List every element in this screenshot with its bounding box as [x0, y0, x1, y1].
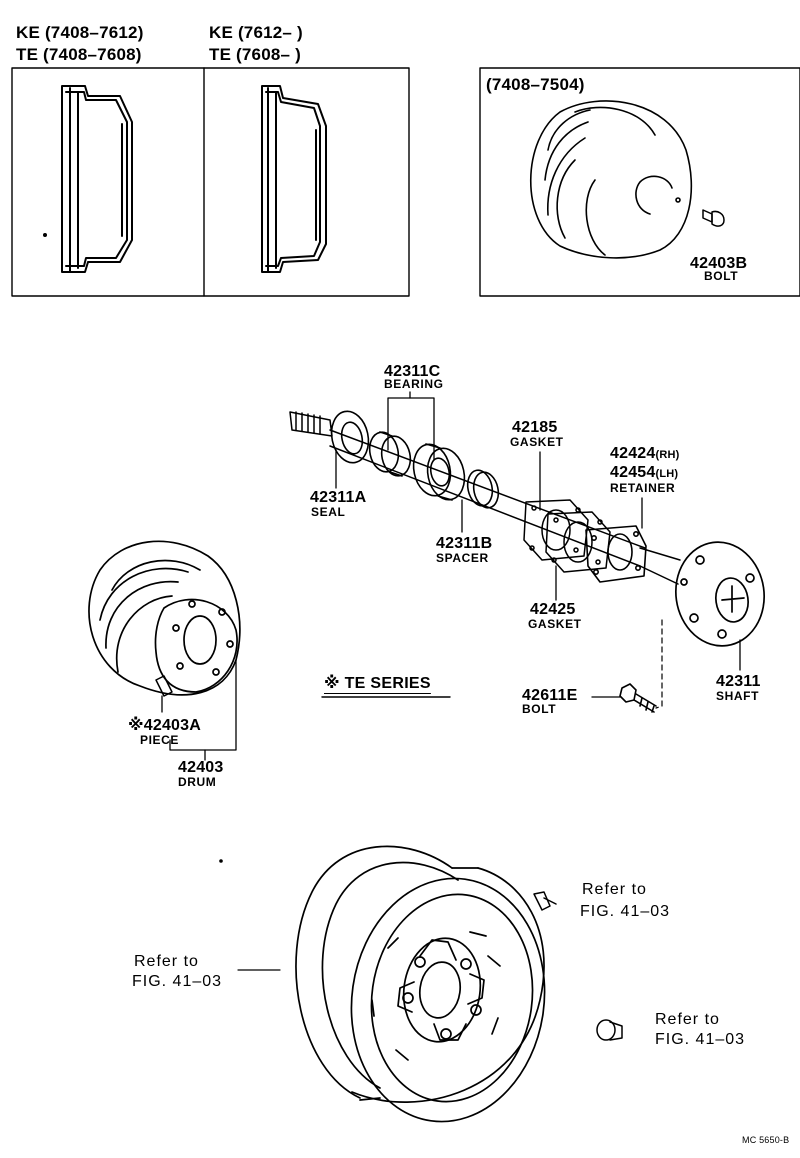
- part-42311-number: 42311: [716, 673, 761, 690]
- drum-section-early: [61, 85, 133, 273]
- part-42403a-name: PIECE: [140, 733, 180, 747]
- piece-42403a-icon: [155, 675, 173, 697]
- part-42403b-name: BOLT: [704, 269, 739, 283]
- part-42185-name: GASKET: [510, 435, 564, 449]
- drum-section-late: [261, 85, 327, 273]
- part-42311c-name: BEARING: [384, 377, 444, 391]
- part-42424-num: 42424: [610, 445, 656, 462]
- retainer-plate: [585, 525, 647, 583]
- ref-right-line2: FIG. 41–03: [655, 1031, 746, 1048]
- gasket-42185: [523, 499, 589, 561]
- hub-nut-icon: [596, 1019, 623, 1041]
- axle-leaders: [335, 391, 741, 698]
- drawing-code: MC 5650-B: [742, 1135, 790, 1145]
- part-42403b-number: 42403B: [690, 255, 748, 272]
- bearing-inner: [368, 431, 412, 477]
- part-42611e-number: 42611E: [522, 687, 578, 704]
- te-series-note: ※ TE SERIES: [324, 675, 431, 692]
- drum-cover: [529, 100, 693, 259]
- ref-top-line1: Refer to: [582, 881, 647, 898]
- bolt-guide-line: [655, 619, 663, 709]
- part-42403-name: DRUM: [178, 775, 217, 789]
- part-42611e-name: BOLT: [522, 702, 557, 716]
- bolt-42403b-icon: [702, 209, 725, 227]
- part-42311b-number: 42311B: [436, 535, 493, 552]
- oil-seal: [330, 410, 370, 464]
- part-42311a-name: SEAL: [311, 505, 346, 519]
- part-42403-number: 42403: [178, 759, 224, 776]
- part-42424-suffix: (RH): [655, 449, 680, 461]
- ref-top-line2: FIG. 41–03: [580, 903, 671, 920]
- ref-right-line1: Refer to: [655, 1011, 720, 1028]
- part-42311a-number: 42311A: [310, 489, 367, 506]
- axle-flange: [674, 541, 766, 647]
- drum-variants-frame: [11, 67, 410, 297]
- bearing-outer: [412, 443, 466, 501]
- part-42403a-number: ※42403A: [128, 717, 202, 734]
- part-42311c-number: 42311C: [384, 363, 441, 380]
- part-42454-name: RETAINER: [610, 481, 676, 495]
- part-42425-name: GASKET: [528, 617, 582, 631]
- inset-frame: [479, 67, 800, 297]
- part-42424-number: 42424(RH): [610, 446, 680, 462]
- header-te-early: TE (7408–7608): [16, 45, 142, 64]
- header-ke-late: KE (7612– ): [209, 23, 303, 42]
- brake-drum: [88, 540, 241, 696]
- part-42454-num: 42454: [610, 464, 656, 481]
- gasket-42425: [545, 511, 611, 573]
- ref-left-line1: Refer to: [134, 953, 199, 970]
- bolt-42611e-icon: [619, 683, 657, 713]
- part-42454-number: 42454(LH): [610, 465, 678, 481]
- wheel-rim: [295, 845, 546, 1123]
- spacer-ring: [466, 469, 500, 509]
- drum-leaders: [161, 659, 237, 761]
- header-te-late: TE (7608– ): [209, 45, 301, 64]
- part-42311b-name: SPACER: [436, 551, 489, 565]
- ref-left-line2: FIG. 41–03: [132, 973, 223, 990]
- part-42454-suffix: (LH): [655, 468, 679, 480]
- inset-range: (7408–7504): [486, 75, 585, 94]
- part-42425-number: 42425: [530, 601, 576, 618]
- header-ke-early: KE (7408–7612): [16, 23, 144, 42]
- part-42311-name: SHAFT: [716, 689, 759, 703]
- part-42185-number: 42185: [512, 419, 558, 436]
- valve-icon: [533, 891, 557, 911]
